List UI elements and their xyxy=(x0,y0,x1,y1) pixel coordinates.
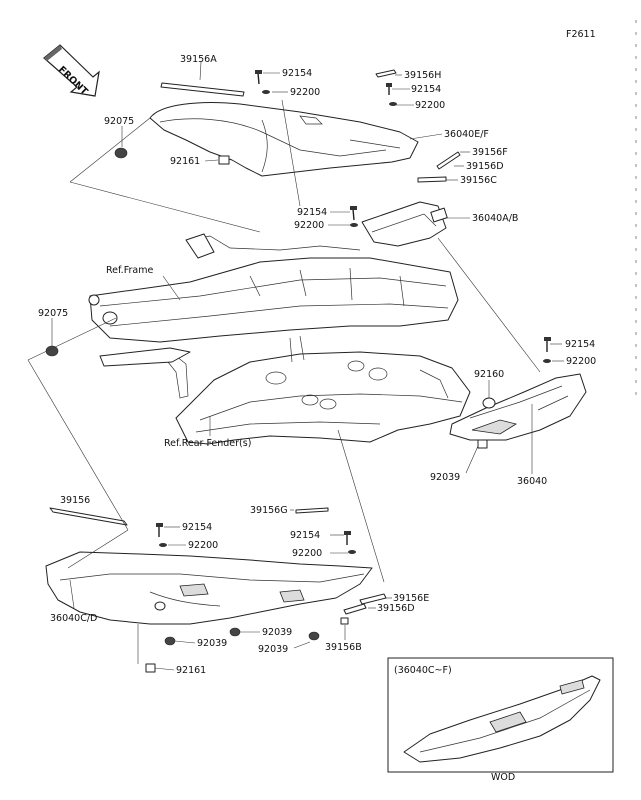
label-92039-a: 92039 xyxy=(430,472,460,483)
label-92075-b: 92075 xyxy=(38,308,68,319)
label-92161-a: 92161 xyxy=(170,156,200,167)
strip-39156G xyxy=(295,507,329,514)
label-92161-b: 92161 xyxy=(176,665,206,676)
label-39156: 39156 xyxy=(60,495,90,506)
label-36040EF: 36040E/F xyxy=(444,129,489,140)
label-39156C: 39156C xyxy=(460,175,497,186)
label-92200-f: 92200 xyxy=(292,548,322,559)
tail-cowl-36040 xyxy=(449,337,587,449)
strip-39156 xyxy=(49,507,128,526)
frame-ref xyxy=(88,233,459,399)
strip-39156F xyxy=(436,151,461,170)
label-39156B: 39156B xyxy=(325,642,362,653)
grommet-92039-d xyxy=(308,631,320,641)
strip-39156A xyxy=(160,82,245,97)
strip-39156H xyxy=(375,69,397,78)
strip-39156D-lower xyxy=(343,603,367,615)
grommet-92161-top xyxy=(218,155,230,165)
bush-92075-top xyxy=(114,147,128,159)
part-labels: 39156A 92154 39156H 92154 92200 92200 92… xyxy=(38,54,596,676)
side-cover-36040EF xyxy=(149,102,419,177)
label-92200-e: 92200 xyxy=(188,540,218,551)
label-92075-a: 92075 xyxy=(104,116,134,127)
label-39156F: 39156F xyxy=(472,147,508,158)
label-92039-b: 92039 xyxy=(197,638,227,649)
figure-code: F2611 xyxy=(566,29,596,40)
label-39156D-a: 39156D xyxy=(466,161,504,172)
grommet-92039-c xyxy=(229,627,241,637)
label-92200-c: 92200 xyxy=(294,220,324,231)
label-92154-d: 92154 xyxy=(565,339,595,350)
label-92200-b: 92200 xyxy=(415,100,445,111)
label-39156D-b: 39156D xyxy=(377,603,415,614)
label-92039-c: 92039 xyxy=(262,627,292,638)
leader-lines xyxy=(27,61,564,671)
label-36040AB: 36040A/B xyxy=(472,213,518,224)
label-92154-a: 92154 xyxy=(282,68,312,79)
inset-caption: WOD xyxy=(491,772,515,783)
label-39156G: 39156G xyxy=(250,505,288,516)
label-39156A: 39156A xyxy=(180,54,217,65)
label-39156H: 39156H xyxy=(404,70,441,81)
label-92154-e: 92154 xyxy=(182,522,212,533)
label-92154-f: 92154 xyxy=(290,530,320,541)
rear-fender-ref xyxy=(175,335,471,445)
label-36040CD: 36040C/D xyxy=(50,613,97,624)
front-direction-arrow-icon: FRONT xyxy=(43,44,100,98)
label-92154-b: 92154 xyxy=(411,84,441,95)
bracket-36040AB xyxy=(350,201,448,247)
label-36040: 36040 xyxy=(517,476,547,487)
label-39156E: 39156E xyxy=(393,593,429,604)
side-cover-36040CD xyxy=(45,507,387,673)
label-92160: 92160 xyxy=(474,369,504,380)
inset-title: (36040C~F) xyxy=(394,665,452,676)
label-92039-d: 92039 xyxy=(258,644,288,655)
grommet-39156B xyxy=(340,617,349,625)
bush-92075-left xyxy=(45,345,59,357)
upper-cover-assembly xyxy=(114,69,461,183)
label-ref-rear-fender: Ref.Rear Fender(s) xyxy=(164,438,251,449)
strip-39156C xyxy=(417,176,447,183)
label-92154-c: 92154 xyxy=(297,207,327,218)
label-92200-a: 92200 xyxy=(290,87,320,98)
label-92200-d: 92200 xyxy=(566,356,596,367)
inset-box: (36040C~F) WOD xyxy=(387,657,614,783)
grommet-92039-b xyxy=(164,636,176,646)
label-ref-frame: Ref.Frame xyxy=(106,265,153,276)
grommet-92161-bottom xyxy=(145,663,156,673)
